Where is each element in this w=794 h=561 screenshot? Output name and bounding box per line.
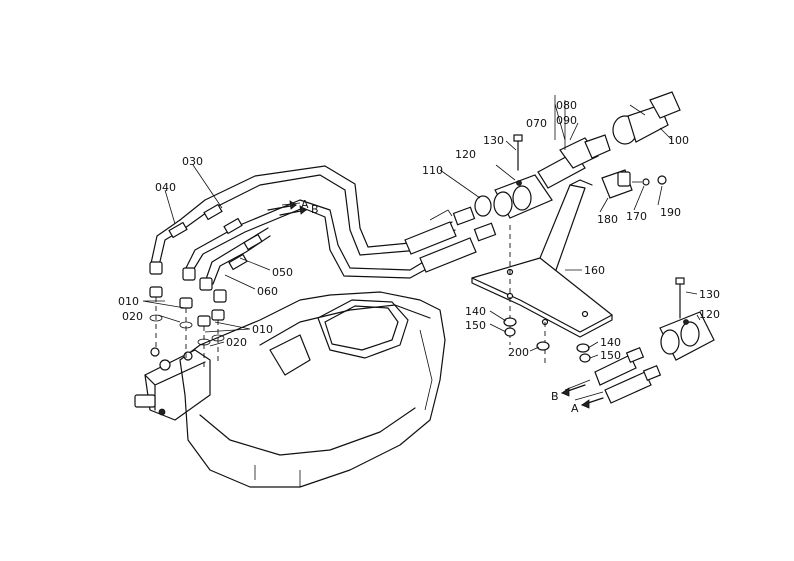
label-160: 160 [584,264,605,277]
label-150-left: 150 [465,319,486,332]
label-arrow-a-top: A [301,198,309,211]
coupler-assembly-top [474,91,681,219]
coupler-assembly-right [564,277,715,404]
nuts-washers [503,317,591,363]
transmission-housing [179,291,446,488]
label-010-left: 010 [118,295,139,308]
label-090: 090 [556,114,577,127]
label-120-right: 120 [699,308,720,321]
label-140-left: 140 [465,305,486,318]
label-070: 070 [526,117,547,130]
hydraulic-hoses [149,165,456,303]
part-labels: 080 090 070 100 130 120 110 180 170 190 … [118,99,720,415]
flow-arrows [267,200,604,409]
label-120-top: 120 [455,148,476,161]
label-150-right: 150 [600,349,621,362]
label-010-right: 010 [252,323,273,336]
label-arrow-b-top: B [311,203,319,216]
leader-lines [142,103,701,359]
label-180: 180 [597,213,618,226]
control-valve-block [134,347,211,421]
label-190: 190 [660,206,681,219]
label-020-right: 020 [226,336,247,349]
label-130-right: 130 [699,288,720,301]
label-200: 200 [508,346,529,359]
label-050: 050 [272,266,293,279]
label-040: 040 [155,181,176,194]
label-110: 110 [422,164,443,177]
solenoid-assembly [601,169,667,199]
label-100: 100 [668,134,689,147]
label-170: 170 [626,210,647,223]
label-130-top: 130 [483,134,504,147]
label-030: 030 [182,155,203,168]
label-arrow-b-bottom: B [551,390,559,403]
valve-fittings [149,286,225,370]
label-020-left: 020 [122,310,143,323]
hose-end-couplers [404,206,497,273]
label-140-right: 140 [600,336,621,349]
label-060: 060 [257,285,278,298]
label-080: 080 [556,99,577,112]
label-arrow-a-bottom: A [571,402,579,415]
